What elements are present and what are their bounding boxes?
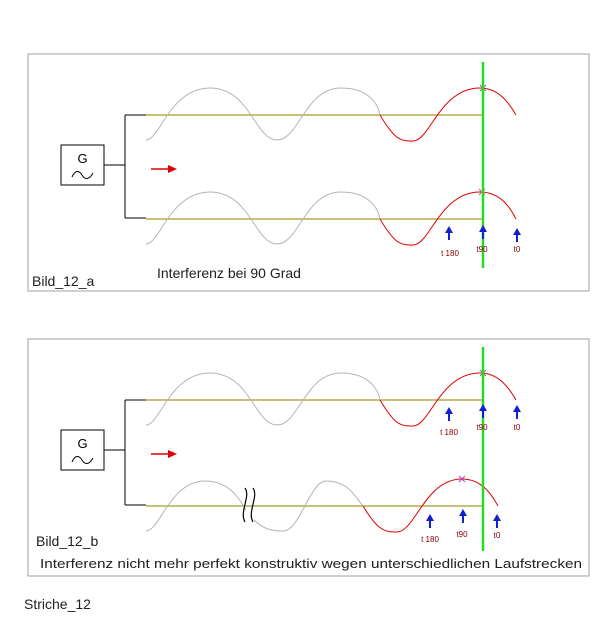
panel-a-frame: [27, 53, 590, 292]
panel-b-path-break-icon: [242, 487, 256, 523]
panel-a-wiring: [104, 114, 146, 219]
panel-a-bottom-wave-gray: [145, 191, 381, 245]
panel-b-top-marker-t90-label: t90: [476, 423, 488, 432]
panel-a-marker-t180: t 180: [441, 226, 459, 258]
panel-a-marker-t90-label: t90: [476, 245, 488, 254]
panel-b-bottom-peak-marker: [458, 475, 466, 483]
panel-b-bottom-marker-t90-label: t90: [456, 530, 468, 539]
panel-b-bottom-marker-t180: t 180: [421, 514, 439, 544]
panel-a-label: Bild_12_a: [32, 273, 94, 289]
panel-b-top-marker-t90: t90: [476, 404, 488, 432]
panel-a-generator-label: G: [77, 151, 87, 166]
panel-a: G t 180 t90: [27, 53, 590, 292]
panel-b-bottom-marker-t0-label: t0: [494, 531, 501, 540]
panel-a-marker-t0-label: t0: [514, 245, 521, 254]
panel-a-top-wave-red: [379, 87, 517, 142]
footer-label: Striche_12: [24, 596, 91, 612]
panel-a-marker-t180-label: t 180: [441, 249, 459, 258]
panel-a-generator-tilde-icon: [71, 171, 94, 179]
panel-a-caption: Interferenz bei 90 Grad: [157, 265, 301, 281]
panel-b-top-marker-t180: t 180: [440, 407, 458, 437]
panel-b-generator-tilde-icon: [71, 456, 94, 464]
panel-b-bottom-wave-gray-right: [253, 480, 364, 532]
panel-b-top-marker-t180-label: t 180: [440, 428, 458, 437]
panel-a-direction-arrow: [151, 165, 177, 173]
panel-b-wiring: [104, 399, 146, 506]
panel-a-marker-t90: t90: [476, 225, 488, 254]
panel-b-top-marker-t0-label: t0: [514, 423, 521, 432]
panel-a-generator-box: [60, 144, 105, 186]
panel-b-caption: Interferenz nicht mehr perfekt konstrukt…: [40, 556, 582, 571]
panel-b-frame: [27, 338, 590, 577]
panel-b: G t 180: [27, 338, 590, 577]
panel-b-bottom-marker-t90: t90: [456, 509, 468, 539]
panel-b-top-wave-red: [379, 372, 517, 427]
panel-b-generator-label: G: [77, 436, 87, 451]
panel-b-bottom-marker-t0: t0: [493, 514, 501, 540]
panel-b-bottom-marker-t180-label: t 180: [421, 535, 439, 544]
panel-b-top-wave-gray: [145, 372, 381, 426]
panel-a-bottom-wave-red: [379, 191, 517, 246]
panel-b-top-marker-t0: t0: [513, 405, 521, 432]
panel-a-marker-t0: t0: [513, 228, 521, 254]
panel-b-label: Bild_12_b: [36, 533, 98, 549]
panel-b-bottom-wave-gray-left: [145, 480, 247, 532]
panel-a-top-wave-gray: [145, 87, 381, 141]
panel-b-direction-arrow: [151, 450, 177, 458]
